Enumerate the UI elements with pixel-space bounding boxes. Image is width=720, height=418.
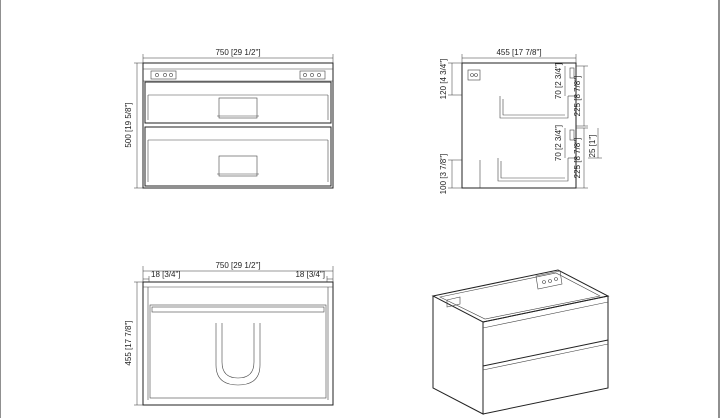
top-width-label: 750 [29 1/2"] bbox=[215, 261, 260, 270]
iso-front-face bbox=[482, 295, 609, 415]
iso-left-side bbox=[432, 296, 484, 415]
side-lower-drawer bbox=[497, 158, 569, 182]
side-right-dim-4: 225 [8 7/8"] bbox=[573, 138, 582, 179]
front-width-label: 750 [29 1/2"] bbox=[215, 48, 260, 57]
front-height-label: 500 [19 5/8"] bbox=[124, 102, 133, 147]
side-right-dim-1: 70 [2 3/4"] bbox=[554, 63, 563, 99]
top-cabinet-outline bbox=[142, 281, 334, 406]
upper-drawer-cutout bbox=[218, 97, 258, 119]
side-bracket bbox=[467, 69, 481, 81]
side-left-dim-2: 100 [3 7/8"] bbox=[439, 154, 448, 195]
side-upper-drawer bbox=[499, 96, 569, 119]
front-cabinet-outline bbox=[142, 62, 334, 189]
iso-drawer-split bbox=[482, 339, 609, 367]
front-view: 750 [29 1/2"] 500 [19 5/8"] bbox=[124, 48, 334, 189]
hanging-bracket-left bbox=[150, 70, 177, 80]
side-view: 455 [17 7/8"] 120 [4 3/4"] 100 [3 7/8"] … bbox=[439, 48, 602, 194]
upper-drawer bbox=[144, 81, 332, 124]
top-depth-label: 455 [17 7/8"] bbox=[124, 320, 133, 365]
side-cabinet-outline bbox=[461, 62, 577, 189]
side-right-dim-3: 70 [2 3/4"] bbox=[554, 125, 563, 161]
top-right-margin-label: 18 [3/4"] bbox=[295, 270, 325, 279]
side-depth-label: 455 [17 7/8"] bbox=[496, 48, 541, 57]
top-u-cutout bbox=[215, 323, 261, 386]
isometric-view bbox=[431, 269, 610, 415]
hanging-bracket-right bbox=[299, 70, 326, 80]
side-left-dim-1: 120 [4 3/4"] bbox=[439, 59, 448, 100]
lower-drawer-cutout bbox=[218, 155, 258, 177]
side-right-dim-5: 25 [1"] bbox=[588, 135, 597, 158]
lower-drawer bbox=[144, 126, 332, 187]
top-view: 750 [29 1/2"] 18 [3/4"] 18 [3/4"] 455 [1… bbox=[124, 261, 334, 406]
top-left-margin-label: 18 [3/4"] bbox=[151, 270, 181, 279]
iso-bracket bbox=[535, 270, 563, 290]
top-drawer-box bbox=[149, 304, 327, 399]
side-right-dim-2: 225 [8 7/8"] bbox=[573, 76, 582, 117]
